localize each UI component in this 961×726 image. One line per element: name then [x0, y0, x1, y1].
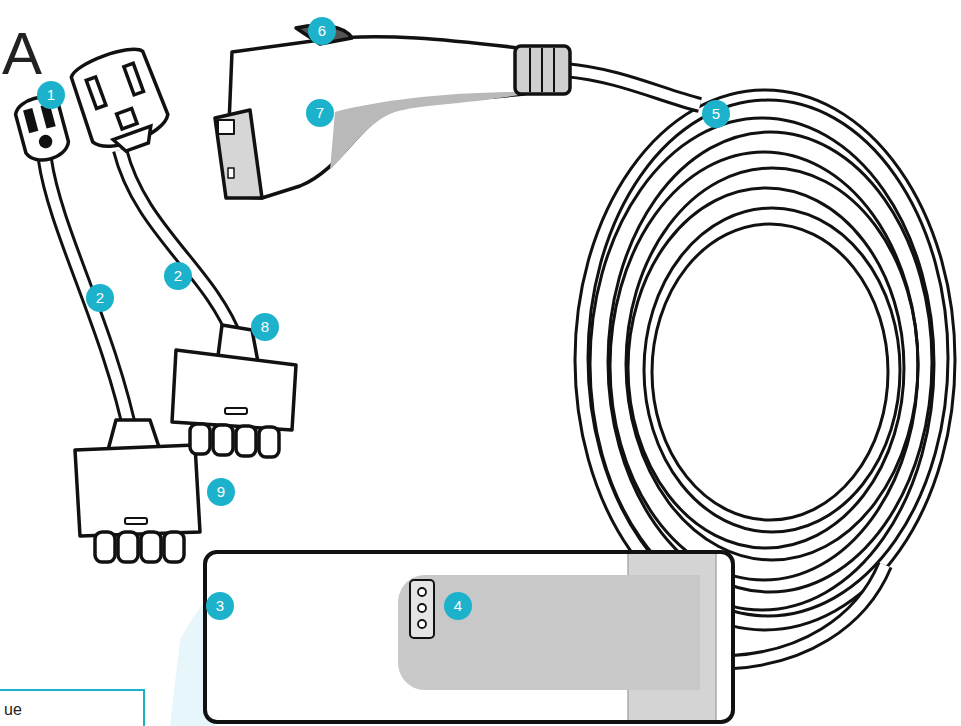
- cable: [565, 70, 700, 105]
- plug-adapter: [172, 325, 296, 457]
- callout-number: 7: [306, 99, 334, 127]
- charging-handle: [215, 25, 570, 198]
- cable: [120, 150, 236, 340]
- cable: [45, 160, 132, 440]
- note-frame: [0, 690, 144, 726]
- wall-plug-large: [66, 42, 174, 161]
- callout-number: 6: [308, 17, 336, 45]
- note-text: ue: [4, 702, 22, 718]
- plug-adapter: [75, 420, 200, 562]
- cable: [45, 160, 132, 440]
- callout-number: 2: [86, 284, 114, 312]
- callout-number: 5: [702, 100, 730, 128]
- cable: [565, 70, 700, 105]
- callout-number: 4: [444, 592, 472, 620]
- control-box: [205, 552, 733, 722]
- cable: [120, 150, 236, 340]
- cable: [733, 565, 885, 662]
- callout-number: 8: [251, 313, 279, 341]
- callout-number: 9: [207, 478, 235, 506]
- callout-number: 3: [206, 592, 234, 620]
- heading-letter: A: [2, 24, 42, 84]
- cable: [733, 565, 885, 662]
- coiled-cable: [575, 90, 955, 630]
- callout-number: 2: [164, 262, 192, 290]
- callout-number: 1: [37, 81, 65, 109]
